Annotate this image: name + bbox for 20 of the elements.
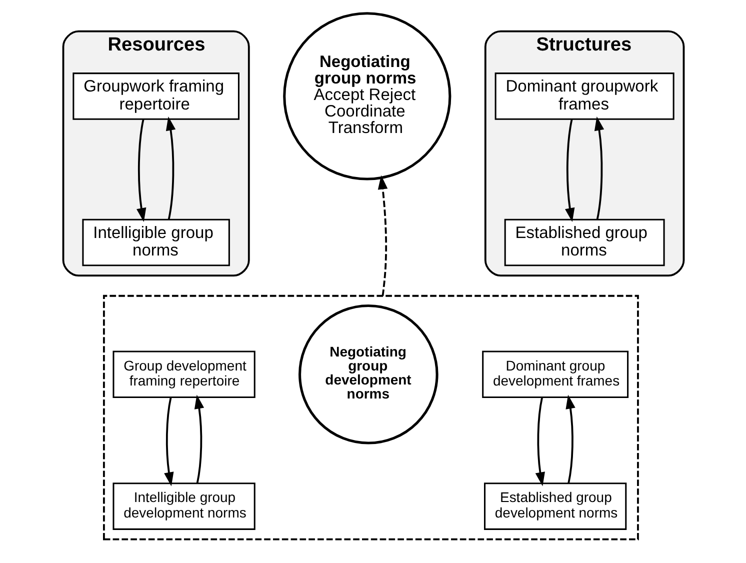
arrow — [565, 394, 575, 484]
node-box: Established group norms — [504, 218, 664, 266]
arrow — [136, 119, 146, 222]
node-circle: Negotiating group development norms — [298, 304, 438, 444]
arrow — [164, 397, 174, 486]
node-box: Dominant groupwork frames — [494, 72, 674, 120]
arrow — [165, 116, 176, 220]
node-box: Established group development norms — [484, 482, 626, 530]
cluster — [102, 294, 638, 540]
arrow — [194, 394, 204, 484]
node-box: Intelligible group development norms — [112, 482, 255, 530]
arrow — [564, 119, 574, 222]
node-box: Group development framing repertoire — [112, 350, 255, 398]
arrow — [534, 397, 544, 486]
node-circle: Negotiating group norms Accept Reject Coordinate Transform — [282, 12, 451, 180]
node-box: Groupwork framing repertoire — [72, 72, 239, 120]
arrow — [594, 116, 604, 220]
arrow — [377, 175, 388, 296]
node-box: Dominant group development frames — [482, 350, 628, 398]
node-box: Intelligible group norms — [82, 218, 230, 266]
